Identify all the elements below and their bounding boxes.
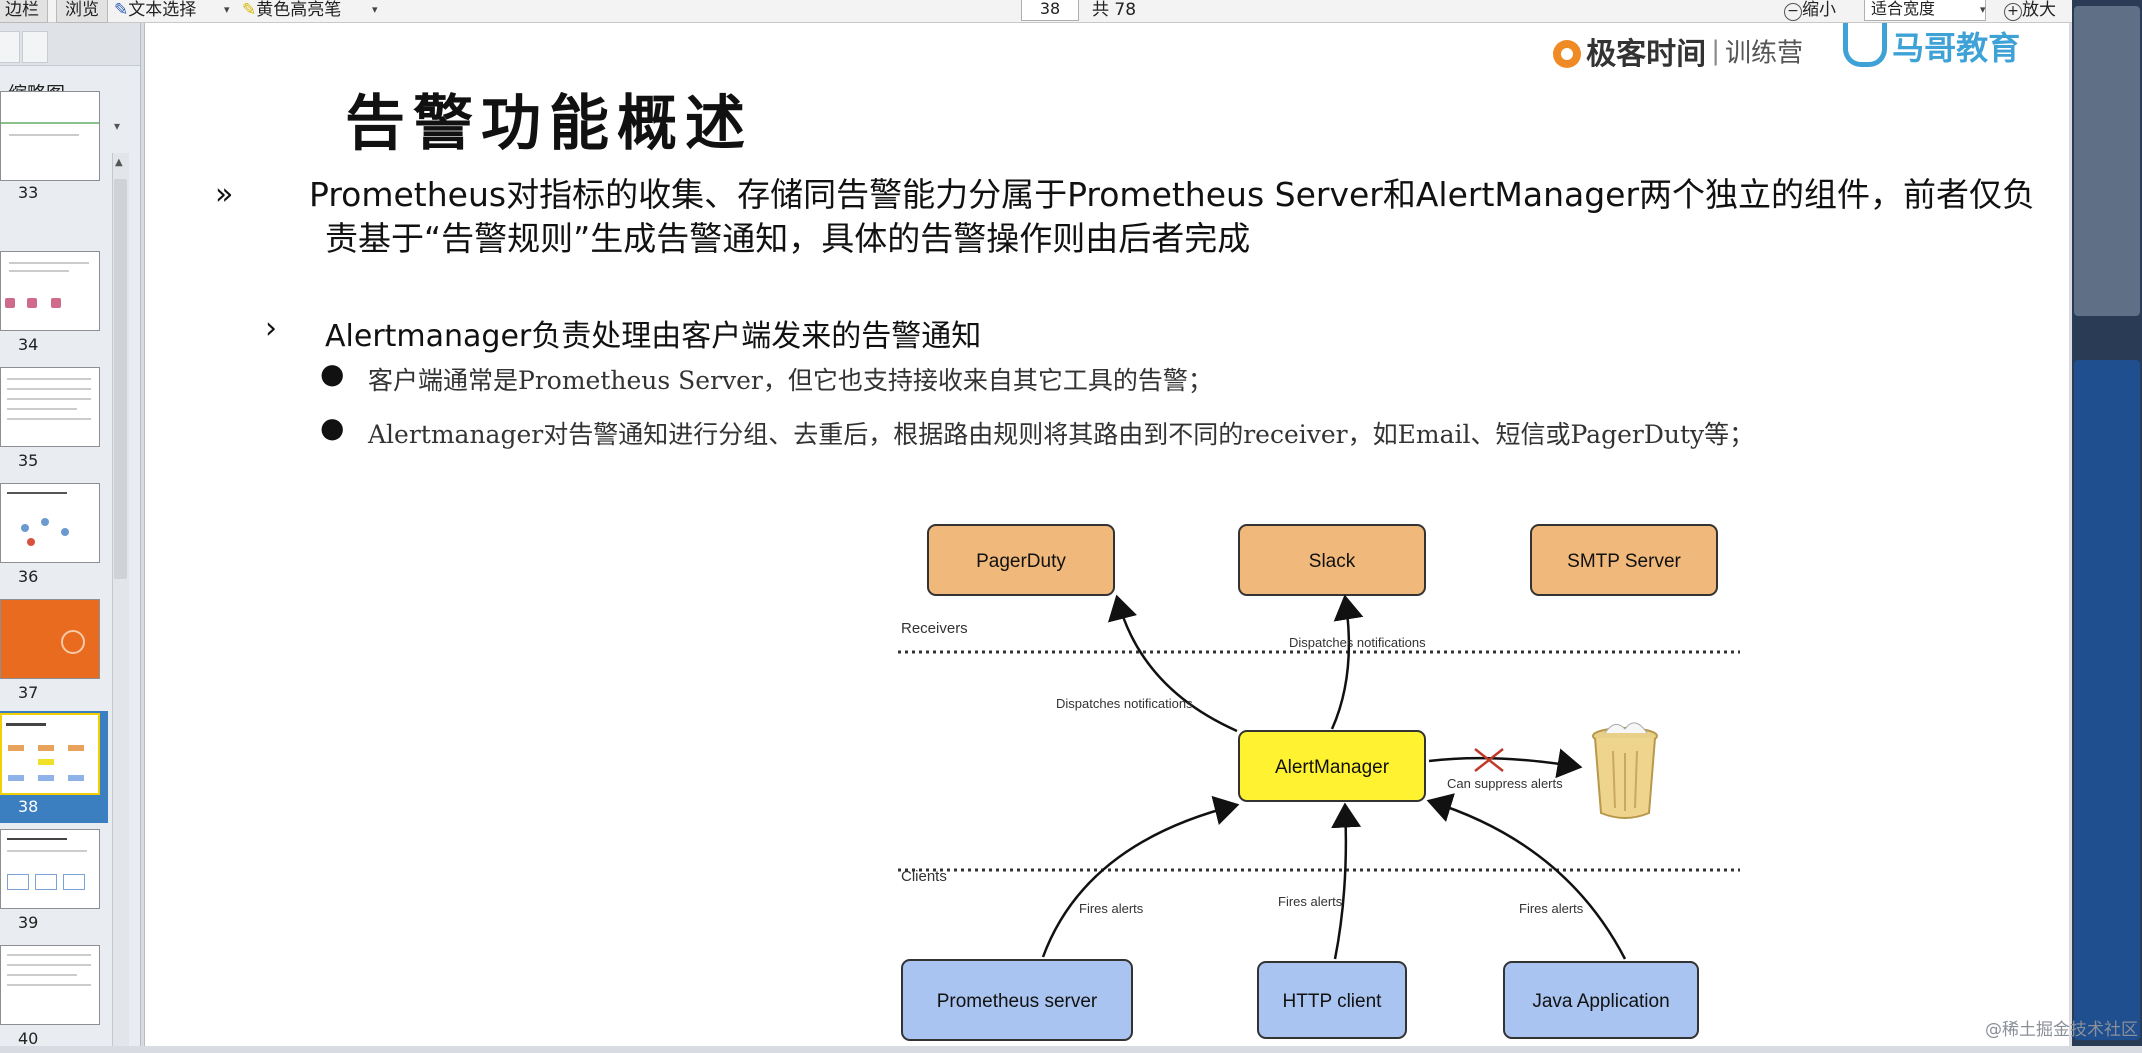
thumbnail-page-37[interactable]: 37 <box>0 597 108 709</box>
thumbnail-page-number: 34 <box>18 335 39 354</box>
thumbnail-page-number: 33 <box>18 183 39 202</box>
alertmanager-node: AlertManager <box>1238 730 1426 802</box>
trash-bin-icon <box>1592 722 1658 819</box>
fires-label-prometheus: Fires alerts <box>1079 901 1144 916</box>
viewer-toolbar: 边栏 浏览 ✎文本选择 ▾ ✎黄色高亮笔 ▾ 38 共 78 −缩小 适合宽度 … <box>0 0 2142 23</box>
dispatch-label-left: Dispatches notifications <box>1056 696 1193 711</box>
pen-icon: ✎ <box>114 0 129 20</box>
mage-edu-logo: 马哥教育 <box>1843 23 2020 67</box>
slide-page: 极客时间 | 训练营 马哥教育 告警功能概述 » Prometheus对指标的收… <box>144 23 2069 1046</box>
thumbnail-page-number: 37 <box>18 683 39 702</box>
thumbnail-image <box>0 599 100 679</box>
svg-text:PagerDuty: PagerDuty <box>976 551 1066 572</box>
zoom-in-icon: + <box>2004 3 2022 21</box>
receivers-label: Receivers <box>901 620 968 637</box>
bullet-dot-icon: ● <box>320 357 345 390</box>
zoom-mode-select[interactable]: 适合宽度 <box>1864 0 1986 21</box>
thumbnail-page-number: 40 <box>18 1029 39 1046</box>
watermark: @稀土掘金技术社区 <box>1985 1020 2138 1040</box>
suppress-label: Can suppress alerts <box>1447 776 1563 791</box>
sidebar-tab-bookmarks[interactable] <box>0 31 20 63</box>
receiver-slack: Slack <box>1238 524 1426 596</box>
suppress-cross-icon <box>1474 748 1504 772</box>
arrow-from-java <box>1426 793 1627 960</box>
text-select-button[interactable]: ✎文本选择 <box>114 0 197 20</box>
double-chevron-icon: » <box>215 177 234 212</box>
thumbnail-page-number: 38 <box>18 797 39 816</box>
thumbnail-page-38[interactable]: 38 <box>0 711 108 823</box>
thumbnail-image <box>0 483 100 563</box>
client-java-application: Java Application <box>1503 961 1699 1039</box>
main-bullet: » Prometheus对指标的收集、存储同告警能力分属于Prometheus … <box>215 175 2036 258</box>
thumbnail-sidebar: 缩略图 ▾ 33 34 <box>0 23 141 1046</box>
svg-text:SMTP Server: SMTP Server <box>1567 551 1681 572</box>
chat-panel <box>2074 360 2140 1040</box>
sidebar-options-icon[interactable]: ▾ <box>114 119 121 133</box>
svg-text:AlertManager: AlertManager <box>1275 757 1390 778</box>
thumbnail-image <box>0 829 100 909</box>
zoom-in-button[interactable]: +放大 <box>2004 0 2056 22</box>
thumbnail-image <box>0 91 100 181</box>
scrollbar-thumb[interactable] <box>114 179 127 579</box>
highlighter-button[interactable]: ✎黄色高亮笔 <box>242 0 342 20</box>
thumbnail-image <box>0 367 100 447</box>
client-http-client: HTTP client <box>1257 961 1407 1039</box>
receiver-pagerduty: PagerDuty <box>927 524 1115 596</box>
arrow-to-pagerduty <box>1107 594 1238 733</box>
clients-label: Clients <box>901 868 947 885</box>
arrow-from-prometheus <box>1041 795 1240 958</box>
zoom-out-icon: − <box>1784 3 1802 21</box>
thumbnail-page-33[interactable]: 33 <box>0 91 108 243</box>
thumbnail-page-number: 39 <box>18 913 39 932</box>
browse-button[interactable]: 浏览 <box>56 0 108 23</box>
scroll-up-icon[interactable]: ▲ <box>115 157 123 168</box>
svg-text:Slack: Slack <box>1309 551 1356 572</box>
chevron-right-icon: › <box>265 311 277 346</box>
sidebar-tabs <box>0 23 140 66</box>
highlighter-icon: ✎ <box>242 0 257 20</box>
page-number-input[interactable]: 38 <box>1021 0 1079 21</box>
mage-logo-icon <box>1843 23 1887 67</box>
thumbnail-page-number: 35 <box>18 451 39 470</box>
geek-time-logo: 极客时间 | 训练营 <box>1553 29 1803 73</box>
arrow-from-http-client <box>1331 802 1362 960</box>
fires-label-java: Fires alerts <box>1519 901 1584 916</box>
sidebar-toggle-button[interactable]: 边栏 <box>0 0 48 23</box>
slide-title: 告警功能概述 <box>345 89 753 159</box>
svg-text:Java Application: Java Application <box>1532 991 1669 1012</box>
video-overlay <box>2074 6 2140 316</box>
geek-logo-icon <box>1553 40 1581 68</box>
svg-text:HTTP client: HTTP client <box>1283 991 1383 1012</box>
thumbnail-page-35[interactable]: 35 <box>0 365 108 477</box>
highlighter-dropdown-icon[interactable]: ▾ <box>372 3 378 16</box>
thumbnail-image <box>0 251 100 331</box>
svg-text:Prometheus server: Prometheus server <box>937 991 1098 1012</box>
alertmanager-diagram: Receivers Clients PagerDuty Slack SMTP S… <box>898 524 1740 1041</box>
text-select-dropdown-icon[interactable]: ▾ <box>224 3 230 16</box>
sidebar-tab-thumbnails[interactable] <box>22 31 48 63</box>
fires-label-http: Fires alerts <box>1278 894 1343 909</box>
zoom-out-button[interactable]: −缩小 <box>1784 0 1836 22</box>
thumbnail-page-40[interactable]: 40 <box>0 943 108 1046</box>
thumbnail-list: 33 34 35 <box>0 91 108 1046</box>
receiver-smtp-server: SMTP Server <box>1530 524 1718 596</box>
dispatch-label-mid: Dispatches notifications <box>1289 635 1426 650</box>
thumbnail-image <box>0 713 100 795</box>
arrow-to-trash <box>1428 748 1583 779</box>
bullet-dot-icon: ● <box>320 411 345 444</box>
thumbnail-page-36[interactable]: 36 <box>0 481 108 593</box>
thumbnail-page-number: 36 <box>18 567 39 586</box>
right-side-panel <box>2072 0 2142 1046</box>
thumbnail-page-39[interactable]: 39 <box>0 827 108 939</box>
thumbnail-scrollbar[interactable]: ▲ <box>112 153 129 1046</box>
zoom-mode-dropdown-icon[interactable]: ▾ <box>1980 3 1986 16</box>
page-total-label: 共 78 <box>1092 0 1137 20</box>
arrow-to-slack <box>1330 594 1364 730</box>
client-prometheus-server: Prometheus server <box>901 959 1133 1041</box>
thumbnail-page-34[interactable]: 34 <box>0 249 108 361</box>
thumbnail-image <box>0 945 100 1025</box>
